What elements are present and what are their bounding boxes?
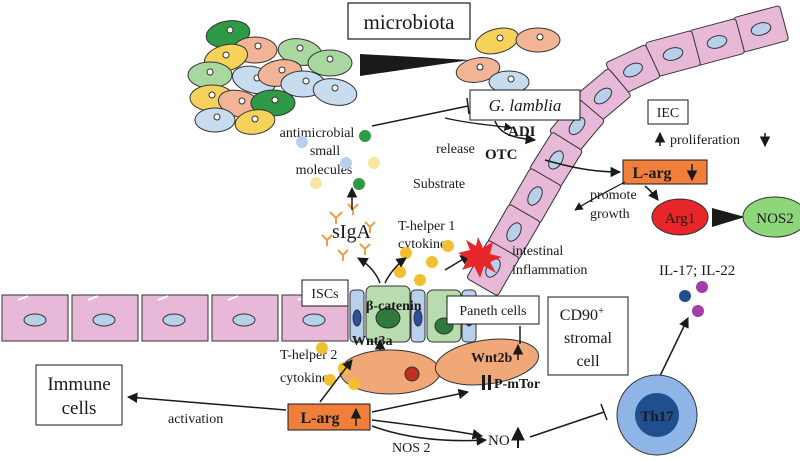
- pmtor-block: [482, 375, 491, 390]
- sparse-microbiota: [455, 27, 561, 94]
- inflammation-label-2: inflammation: [512, 263, 587, 278]
- stromal-nucleus: [404, 366, 420, 382]
- wnt2b-label: Wnt2b: [471, 351, 512, 366]
- inflammation-label-1: intestinal: [512, 244, 563, 259]
- iscs-box: [301, 279, 349, 307]
- siga-antibodies: [321, 203, 376, 261]
- otc-label: OTC: [485, 147, 518, 163]
- microbe: [187, 61, 233, 89]
- cd90-label: CD90+: [560, 305, 604, 324]
- arg1-node: [651, 198, 709, 236]
- epithelial-cell: [645, 30, 701, 78]
- no-inhibits-th17: [529, 403, 608, 438]
- microbe: [475, 27, 519, 55]
- microbiota-decrease-wedge: [360, 54, 470, 76]
- microbe: [312, 78, 358, 106]
- pmtor-label: P-mTor: [494, 377, 540, 392]
- epithelial-cell: [71, 294, 139, 342]
- adi-to-larg-arrow: [544, 159, 622, 178]
- epithelial-cell: [689, 18, 745, 66]
- th17-nucleus: [635, 393, 679, 437]
- cd90-label-2: stromal: [564, 330, 613, 347]
- larg-to-arg1-arrow: [644, 185, 659, 201]
- release-arrow: [494, 120, 537, 145]
- immune-label-2: cells: [62, 398, 97, 419]
- larg-to-no-arrow: [371, 425, 488, 446]
- substrate-label: Substrate: [413, 177, 465, 192]
- microbe: [194, 107, 236, 133]
- paneth-label: Paneth cells: [459, 304, 526, 319]
- paneth-box: [446, 295, 540, 325]
- beta-catenin-label: β-catenin: [366, 299, 422, 314]
- activation-arrow: [126, 392, 287, 411]
- epithelium-diagonal: [467, 5, 789, 296]
- nos2-right-label: NOS2: [756, 211, 794, 227]
- epithelium-horizontal: [1, 294, 349, 342]
- antimicrobial-dots: [296, 130, 380, 190]
- microbiota-label: microbiota: [364, 10, 456, 34]
- antimicrobial-label-1: antimicrobial: [280, 126, 355, 141]
- g-lamblia-box: [469, 89, 581, 121]
- il17-il22-label: IL-17; IL-22: [659, 263, 735, 279]
- iec-box: [647, 99, 689, 125]
- cd90-label-3: cell: [576, 353, 600, 370]
- il17-il22-dots: [679, 281, 708, 317]
- release-arrow-2: [444, 117, 513, 131]
- th17-label: Th17: [640, 409, 674, 425]
- cd90-box: [547, 296, 629, 376]
- epithelial-cell: [211, 294, 279, 342]
- g-lamblia-label: G. lamblia: [489, 96, 562, 115]
- promote-label-1: promote: [590, 188, 637, 203]
- l-arg-bottom-label: L-arg: [300, 410, 339, 427]
- th17-to-il-arrow: [657, 317, 689, 381]
- microbe: [515, 27, 561, 53]
- t-helper2-label-2: cytokines: [280, 371, 334, 386]
- t-helper2-label-1: T-helper 2: [280, 348, 337, 363]
- iec-label: IEC: [657, 106, 680, 121]
- nos2-node: [742, 196, 800, 238]
- l-arg-top-label: L-arg: [632, 165, 671, 182]
- iscs-label: ISCs: [311, 287, 338, 302]
- epithelial-cell: [733, 5, 789, 53]
- immune-label-1: Immune: [47, 374, 110, 395]
- promote-growth-arrow: [574, 181, 626, 211]
- activation-label: activation: [168, 412, 223, 427]
- t-helper1-label-1: T-helper 1: [398, 219, 455, 234]
- stem-to-siga-arrows: [357, 257, 407, 284]
- epithelial-cell: [141, 294, 209, 342]
- arg1-label: Arg1: [665, 211, 696, 227]
- microbe: [455, 57, 501, 83]
- arg1-to-nos2-wedge: [712, 208, 745, 227]
- t-helper1-dots: [394, 240, 454, 286]
- larg-to-stromal-arrows: [319, 359, 484, 440]
- microbiota-box: [347, 2, 471, 40]
- t-helper1-label-2: cytokines: [398, 237, 452, 252]
- no-label: NO: [488, 433, 510, 449]
- immune-cells-box: [35, 364, 123, 426]
- proliferation-label: proliferation: [670, 133, 740, 148]
- microbe: [307, 49, 353, 77]
- inhibition-arrow-antimicrobial: [371, 97, 470, 127]
- adi-label: ADI: [508, 124, 536, 140]
- siga-label: sIgA: [332, 221, 371, 243]
- promote-label-2: growth: [590, 207, 630, 222]
- microbe: [234, 109, 276, 135]
- release-label: release: [436, 142, 475, 157]
- nos2-bottom-label: NOS 2: [392, 441, 431, 456]
- epithelial-cell: [488, 204, 540, 260]
- antimicrobial-label-2: small: [310, 144, 340, 159]
- inflammation-star: [458, 237, 502, 278]
- epithelial-cell: [509, 168, 561, 224]
- antimicrobial-label-3: molecules: [296, 163, 353, 178]
- epithelial-cell: [1, 294, 69, 342]
- wnt3a-label: Wnt3a: [352, 334, 392, 349]
- microbiota-cluster: [187, 20, 358, 135]
